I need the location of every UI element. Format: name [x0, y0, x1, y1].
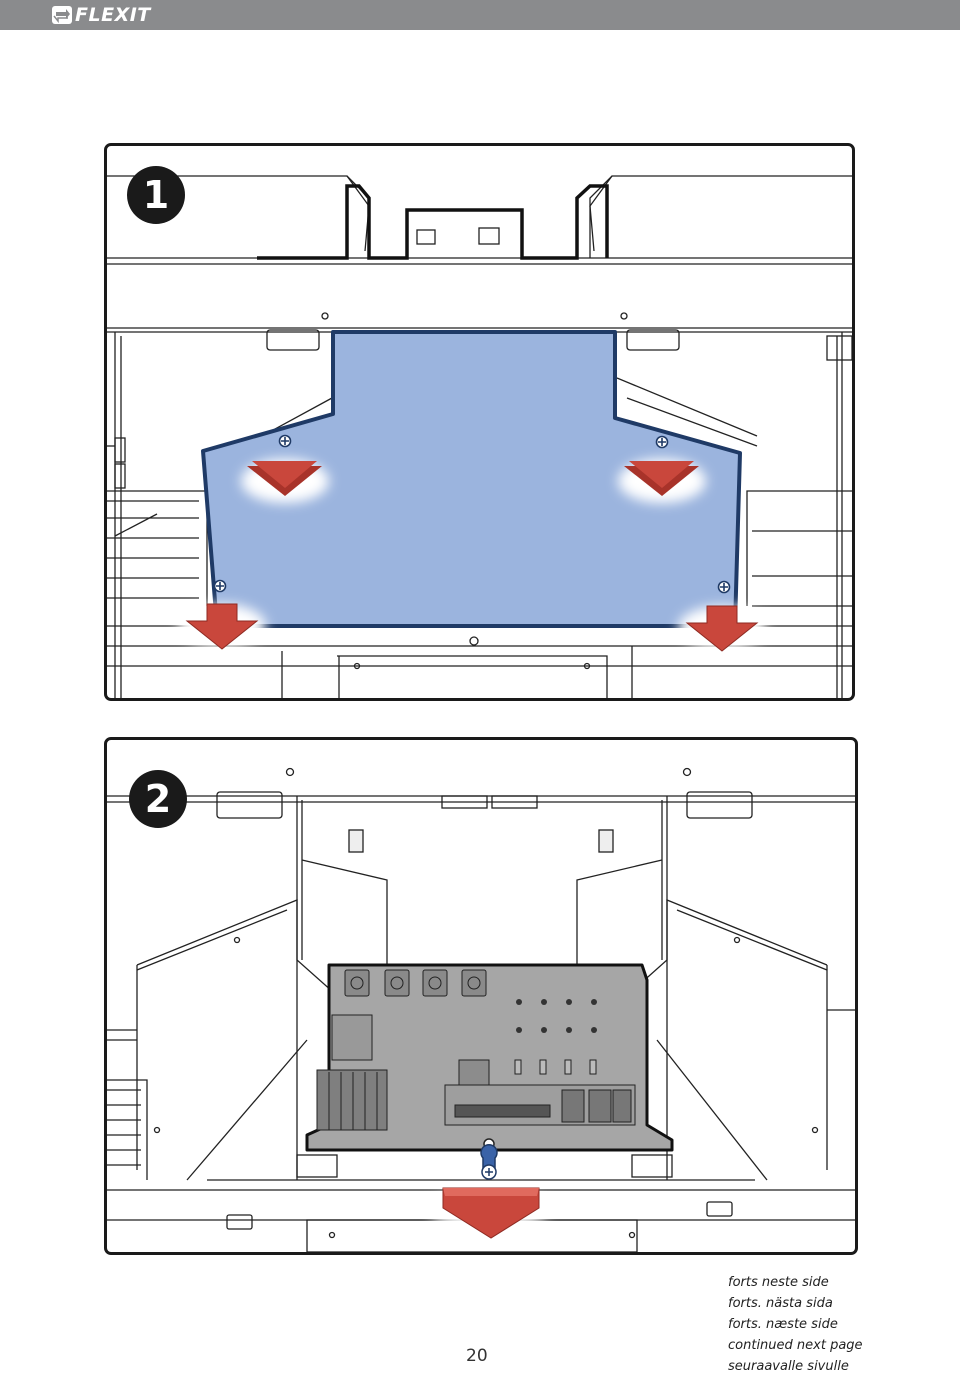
- step-number-badge: 1: [127, 166, 185, 224]
- continued-line: continued next page: [728, 1338, 863, 1353]
- down-arrow-icon: [429, 1187, 549, 1239]
- flexit-logo-icon: [52, 6, 72, 24]
- down-arrow-icon: [618, 459, 706, 503]
- control-board: [305, 963, 674, 1152]
- continued-note: forts neste side forts. nästa sida forts…: [728, 1272, 863, 1377]
- keyhole-screw-icon: [480, 1138, 498, 1180]
- step-number-badge: 2: [129, 770, 187, 828]
- step-2-illustration: [107, 767, 855, 1252]
- step-2-panel: 2: [104, 737, 858, 1255]
- down-arrow-icon: [241, 459, 329, 503]
- step-1-panel: 1: [104, 143, 855, 701]
- brand-logo: FLEXIT: [52, 4, 151, 26]
- screw-icon: [213, 434, 731, 594]
- continued-line: forts. næste side: [728, 1317, 838, 1332]
- step-1-illustration: [107, 175, 852, 698]
- continued-line: forts. nästa sida: [728, 1296, 833, 1311]
- continued-line: forts neste side: [728, 1275, 829, 1290]
- header-bar: FLEXIT: [0, 0, 960, 30]
- down-arrow-icon: [178, 603, 266, 650]
- brand-name: FLEXIT: [75, 4, 151, 26]
- down-arrow-icon: [678, 605, 766, 652]
- continued-line: seuraavalle sivulle: [728, 1359, 849, 1374]
- page-number: 20: [466, 1346, 488, 1366]
